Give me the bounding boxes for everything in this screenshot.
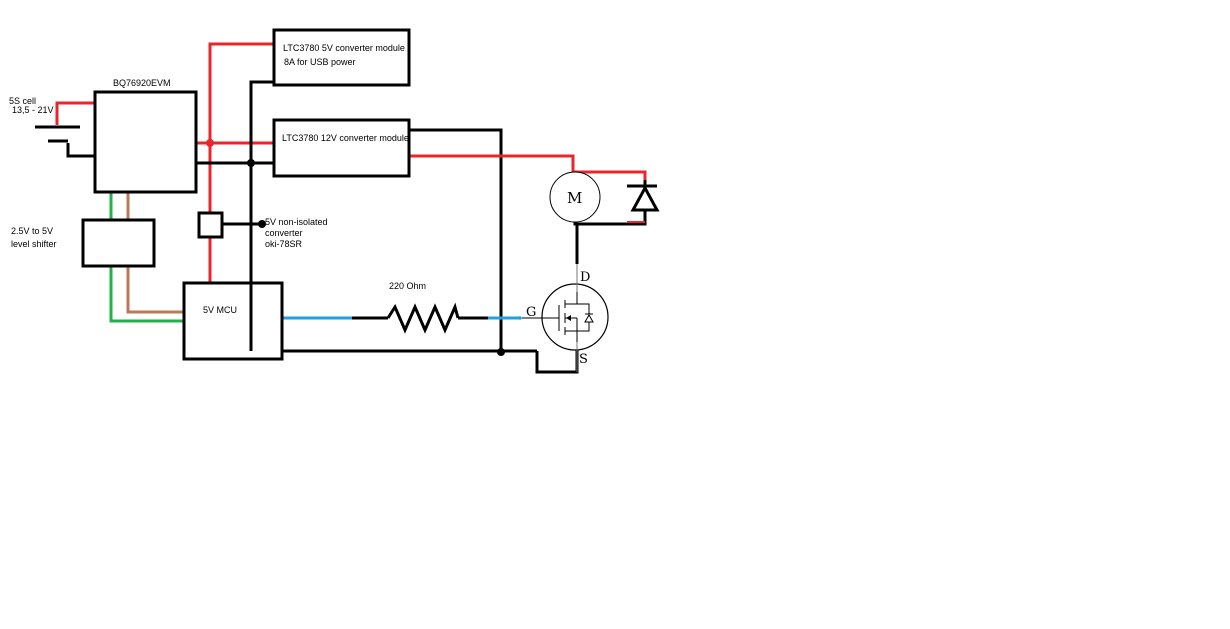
conv-12v-label: LTC3780 12V converter module bbox=[282, 133, 409, 143]
junction-dot-noniso bbox=[258, 220, 266, 228]
level-shifter-label-1: 2.5V to 5V bbox=[11, 226, 53, 236]
flyback-diode-symbol bbox=[627, 180, 660, 223]
scl-shifter-to-mcu bbox=[126, 266, 184, 314]
noniso-label-2: converter bbox=[265, 228, 303, 238]
resistor-label: 220 Ohm bbox=[389, 281, 426, 291]
bms-box bbox=[93, 90, 198, 194]
junction-dot-power bbox=[206, 139, 214, 147]
bms-label: BQ76920EVM bbox=[113, 78, 171, 88]
conv-12v-box bbox=[272, 118, 411, 178]
conv-5v-label-1: LTC3780 5V converter module bbox=[283, 43, 405, 53]
noniso-label-1: 5V non-isolated bbox=[265, 217, 328, 227]
motor-label: M bbox=[567, 189, 582, 207]
conv-5v-label-2: 8A for USB power bbox=[284, 57, 356, 67]
rail-power-to-5v-converter bbox=[196, 42, 274, 145]
mcu-box bbox=[182, 281, 284, 361]
battery-label: 5S cell bbox=[9, 96, 36, 106]
motor-symbol bbox=[549, 171, 601, 223]
mosfet-source-label: S bbox=[579, 352, 588, 367]
conv-5v-box bbox=[272, 28, 411, 87]
junction-dot-gnd-bottom bbox=[497, 348, 505, 356]
battery-symbol bbox=[35, 125, 80, 143]
battery-negative-wire bbox=[66, 143, 95, 158]
mosfet-symbol bbox=[522, 264, 609, 372]
level-shifter-label-2: level shifter bbox=[11, 239, 57, 249]
battery-voltage-label: 13,5 - 21V bbox=[12, 105, 54, 115]
mosfet-drain-label: D bbox=[580, 270, 590, 285]
gate-node bbox=[518, 316, 522, 320]
junction-dot-gnd-top bbox=[247, 159, 255, 167]
sda-shifter-to-mcu bbox=[109, 266, 184, 323]
battery-positive-wire bbox=[55, 101, 95, 125]
mcu-label: 5V MCU bbox=[203, 305, 237, 315]
noniso-label-3: oki-78SR bbox=[265, 239, 303, 249]
gnd-12v-return bbox=[409, 128, 503, 351]
mosfet-gate-label: G bbox=[526, 305, 536, 320]
gnd-vertical-bus bbox=[249, 80, 274, 351]
noniso-converter-box bbox=[197, 211, 224, 239]
resistor-symbol bbox=[386, 302, 460, 334]
motor-supply-wire bbox=[409, 154, 647, 180]
level-shifter-box bbox=[81, 218, 156, 268]
